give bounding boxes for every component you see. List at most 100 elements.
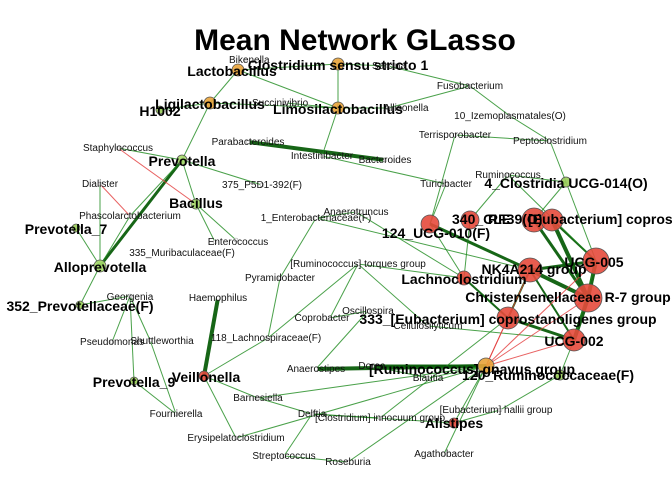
node-label-nk4a214: NK4A214 group [481, 261, 586, 277]
node-label-blautia: Blautia [413, 373, 444, 384]
edge-ucg002-nk4a214 [529, 269, 575, 341]
edge-alloprevotella-prevotella7 [75, 227, 101, 267]
node-label-prevotella7: Prevotella_7 [25, 221, 108, 237]
node-fusobacterium [467, 83, 473, 89]
edge-alistipes-eubacterium_hallii [453, 409, 501, 424]
edge-anaerotruncus-lachnoclostridium [355, 211, 465, 279]
edge-ruminococcus_torques-cellulosilyticum [357, 263, 429, 327]
node-label-staphylococcus: Staphylococcus [83, 143, 153, 154]
node-ruminococcus_gnavus [477, 357, 495, 375]
edge-georgenia-pseudomonas [111, 295, 131, 343]
node-label-enterococcus: Enterococcus [208, 237, 269, 248]
node-label-bacillus: Bacillus [169, 195, 223, 211]
edge-shuttleworthia-fournierella [149, 339, 177, 415]
edge-prevotella-bacillus [181, 159, 197, 205]
edge-clostridia_ucg014-ucg005 [565, 181, 597, 262]
edge-christensenellaceae-rf39 [532, 219, 590, 299]
edge-parabacteroides-bacteroides [247, 140, 386, 162]
edge-agathobacter-ruminococcus_gnavus [443, 365, 487, 455]
edge-c340-lachnoclostridium [463, 219, 471, 279]
node-label-succinivibrio: Succinivibrio [252, 98, 309, 109]
network-nodes [71, 57, 610, 465]
node-georgenia [127, 293, 133, 299]
node-label-ucg002: UCG-002 [544, 333, 603, 349]
node-h1002 [155, 105, 165, 115]
edge-ligilactobacillus-h1002 [159, 102, 211, 111]
edge-sarcina-fusobacterium [387, 65, 471, 87]
edge-clostridium_ss1-sarcina [337, 63, 389, 67]
edge-barnesiella-ruminococcus_gnavus [257, 365, 487, 399]
edge-staphylococcus-bacillus [117, 147, 197, 205]
edge-fusobacterium-izemo [469, 85, 511, 117]
edge-coprobacter-ruminococcus_torques [329, 263, 359, 319]
diagram-title: Mean Network GLasso [194, 24, 516, 57]
node-anaerostipes [313, 366, 319, 372]
node-label-anaerostipes: Anaerostipes [287, 364, 345, 375]
edge-pyramidobacter-enterobacteriaceae [279, 217, 317, 279]
node-label-clostridia_ucg014: 4_Clostridia UCG-014(O) [484, 175, 647, 191]
node-streptococcus [281, 453, 287, 459]
node-izemo [507, 113, 513, 119]
node-succinivibrio [283, 100, 289, 106]
node-ruminococcus_torques [355, 261, 361, 267]
node-sarcina [385, 63, 391, 69]
node-limosilactobacillus [331, 101, 345, 115]
edge-lactobacillus-ligilactobacillus [209, 69, 239, 104]
node-label-roseburia: Roseburia [325, 457, 371, 468]
node-enterobacteriaceae [313, 215, 319, 221]
node-peptoclostridium [547, 138, 553, 144]
edge-nk4a214-ucg010 [429, 222, 531, 272]
edge-prevotella9-fournierella [133, 380, 177, 415]
edge-streptococcus-roseburia [283, 455, 349, 463]
node-label-h1002: H1002 [139, 103, 180, 119]
node-cellulosilyticum [425, 323, 431, 329]
node-label-peptoclostridium: Peptoclostridium [513, 136, 587, 147]
edge-veillonella-barnesiella [203, 375, 259, 399]
edge-delftia-streptococcus [283, 413, 313, 457]
node-alloprevotella [93, 259, 107, 273]
edge-veillonella-lachnospiraceae118 [203, 337, 269, 377]
edge-pyramidobacter-lachnospiraceae118 [267, 277, 281, 339]
node-clostridium_ss1 [331, 57, 345, 71]
node-label-dorea: Dorea [358, 361, 386, 372]
node-terrisporobacter [452, 132, 458, 138]
node-label-ruminococcus_gnavus: [Ruminococcus] gnavus group [369, 361, 575, 377]
edge-limosilactobacillus-succinivibrio [285, 102, 339, 109]
node-anaerotruncus [353, 209, 359, 215]
node-label-lachnoclostridium: Lachnoclostridium [401, 271, 526, 287]
node-label-anaerotruncus: Anaerotruncus [323, 207, 388, 218]
node-gvadinbb60 [540, 208, 564, 232]
node-prevotellaceae352 [75, 300, 85, 310]
edge-ruminococcus-c340 [469, 174, 509, 221]
node-label-bikenella: Bikenella [229, 55, 270, 66]
node-label-intestinibacter: Intestinibacter [291, 151, 354, 162]
edge-terrisporobacter-ucg010 [429, 134, 456, 225]
node-erysipelato [233, 435, 239, 441]
node-phascolarcto [127, 213, 133, 219]
node-label-allisonella: Allisonella [383, 103, 428, 114]
edge-peptoclostridium-clostridia_ucg014 [549, 140, 567, 183]
node-ruminococcaceae120 [554, 369, 566, 381]
edge-erysipelato-ruminococcus_gnavus [235, 365, 487, 439]
node-label-cellulosilyticum: Cellulosilyticum [394, 321, 463, 332]
node-christensenellaceae [573, 283, 603, 313]
node-parabacteroides [245, 139, 251, 145]
node-label-eubacterium_copro: 333_[Eubacterium] coprostanoligenes grou… [359, 311, 656, 327]
node-label-alloprevotella: Alloprevotella [54, 259, 147, 275]
edge-prevotella-phascolarcto [129, 159, 183, 217]
node-ucg002 [562, 328, 586, 352]
edge-bacillus-muribaculaceae [195, 203, 216, 243]
edge-ruminococcus_gnavus-ucg002 [485, 339, 575, 367]
edge-ruminococcus_gnavus-ucg005 [485, 260, 597, 367]
node-lachnoclostridium [456, 270, 472, 286]
edge-ruminococcus_torques-lachnoclostridium [357, 263, 465, 279]
node-oscillospira [365, 308, 371, 314]
node-delftia [309, 411, 315, 417]
node-bikenella [243, 57, 249, 63]
node-label-lactobacillus: Lactobacillus [187, 63, 277, 79]
node-label-prevotella9: Prevotella_9 [93, 374, 176, 390]
node-label-bacteroides: Bacteroides [359, 155, 412, 166]
node-label-terrisporobacter: Terrisporobacter [419, 130, 492, 141]
edge-limosilactobacillus-intestinibacter [321, 107, 339, 157]
node-ucg010 [420, 214, 440, 234]
